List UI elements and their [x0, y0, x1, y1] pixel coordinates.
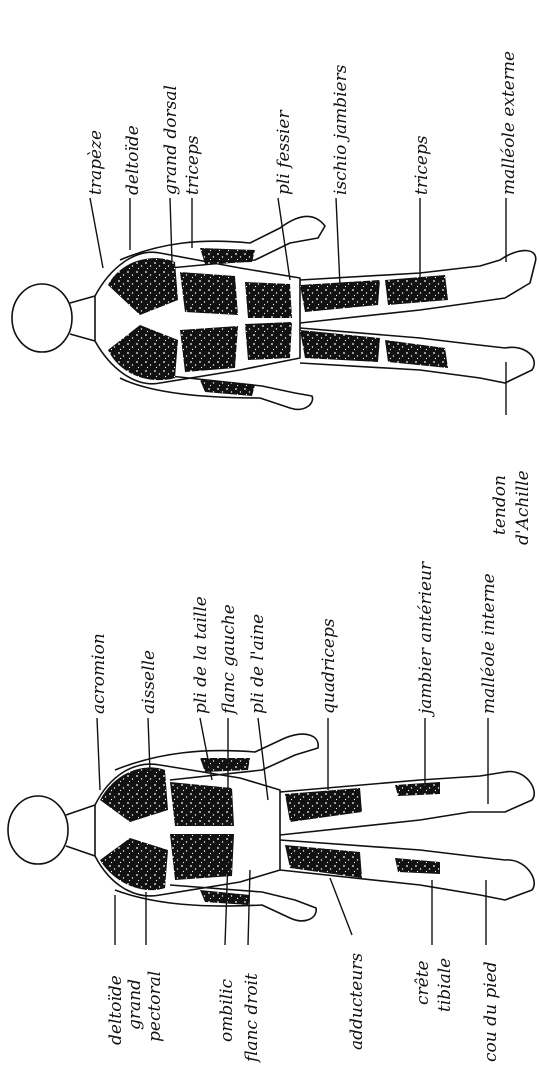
label-triceps-sural: triceps [412, 135, 432, 195]
front-leader-lines [97, 718, 488, 945]
label-malleole-interne: malléole interne [479, 573, 499, 714]
label-aisselle: aisselle [139, 650, 159, 714]
label-jambier-anterieur: jambier antérieur [416, 561, 436, 718]
front-neck [66, 805, 95, 856]
label-grand-dorsal: grand dorsal [161, 85, 181, 195]
front-arm-lower [115, 885, 316, 921]
label-malleole-externe: malléole externe [499, 51, 519, 195]
label-pectoral: pectoral [145, 971, 165, 1042]
front-figure: acromion aisselle pli de la taille flanc… [8, 561, 534, 1064]
label-deltoide-back: deltoïde [123, 125, 143, 195]
label-pli-fessier: pli fessier [274, 110, 294, 195]
label-grand: grand [125, 979, 145, 1030]
label-pli-taille: pli de la taille [191, 596, 211, 714]
front-head [8, 796, 68, 864]
label-flanc-droit: flanc droit [242, 973, 262, 1064]
label-flanc-gauche: flanc gauche [219, 604, 239, 716]
label-cou-du-pied: cou du pied [481, 961, 501, 1062]
back-figure: trapèze deltoïde grand dorsal triceps pl… [12, 51, 536, 545]
label-ischio-jambiers: ischio jambiers [331, 64, 351, 195]
label-triceps-arm: triceps [183, 135, 203, 195]
label-ombilic: ombilic [217, 978, 237, 1042]
label-quadriceps: quadriceps [319, 618, 339, 714]
label-trapeze: trapèze [86, 130, 106, 195]
back-muscles [108, 248, 448, 396]
label-tibiale: tibiale [435, 958, 455, 1012]
label-acromion: acromion [89, 633, 109, 714]
label-deltoide-front: deltoïde [106, 975, 126, 1045]
label-achille: d'Achille [513, 470, 533, 545]
back-head [12, 284, 72, 352]
label-crete: crête [413, 960, 433, 1005]
label-pli-aine: pli de l'aine [248, 614, 268, 714]
front-muscles [100, 758, 440, 905]
label-tendon: tendon [490, 475, 510, 535]
back-neck [70, 296, 95, 341]
label-adducteurs: adducteurs [347, 953, 367, 1050]
